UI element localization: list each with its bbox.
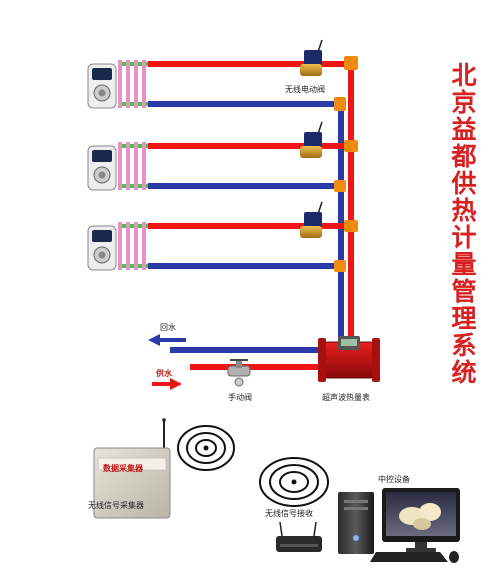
- valve-icon: [300, 39, 323, 76]
- pc-tower: [338, 492, 374, 554]
- mouse: [449, 551, 459, 563]
- radiator-icon: [118, 142, 148, 190]
- supply-branch-1: [148, 61, 352, 67]
- thermostat-icon: [87, 145, 117, 191]
- thermostat-icon: [87, 225, 117, 271]
- supply-branch-2: [148, 143, 352, 149]
- center-label: 中控设备: [378, 474, 410, 484]
- receiver-label: 无线信号接收: [265, 508, 313, 518]
- supply-riser: [348, 60, 354, 350]
- supply-main: [190, 364, 348, 370]
- valve-icon: [300, 121, 323, 158]
- signal-icon: [177, 425, 235, 471]
- collector-label: 无线信号采集器: [88, 500, 144, 510]
- computer-icon: [338, 488, 460, 563]
- valve-label: 无线电动阀: [285, 84, 325, 94]
- return-branch-2: [148, 183, 342, 189]
- system-title: 北京益都供热计量管理系统: [451, 61, 477, 387]
- arrow-icon: [152, 378, 182, 390]
- radiator-icon: [118, 222, 148, 270]
- monitor: [382, 488, 460, 552]
- heat-meter-icon: [318, 336, 380, 382]
- thermostat-icon: [87, 63, 117, 109]
- pipe-fittings: [334, 56, 358, 272]
- return-branch-3: [148, 263, 342, 269]
- radiator-row-3: [87, 222, 148, 271]
- keyboard: [370, 552, 448, 562]
- arrow-icon: [148, 334, 186, 346]
- heat-meter-label: 超声波热量表: [322, 392, 370, 402]
- collector-panel-label: 数据采集器: [103, 463, 144, 473]
- pipe-network: [148, 56, 358, 370]
- manual-valve-icon: [227, 359, 251, 387]
- return-branch-1: [148, 101, 342, 107]
- supply-branch-3: [148, 223, 352, 229]
- supply-water-label: 供水: [155, 368, 173, 378]
- valve-icon: [300, 201, 323, 238]
- signal-icon: [259, 457, 329, 507]
- radiator-icon: [118, 60, 148, 108]
- radiator-row-2: [87, 142, 148, 191]
- radiator-row-1: [87, 60, 148, 109]
- return-water-label: 回水: [160, 322, 176, 332]
- return-main: [170, 347, 345, 353]
- router-icon: [276, 521, 322, 552]
- manual-valve-label: 手动阀: [228, 392, 252, 402]
- collector-icon: [93, 418, 171, 519]
